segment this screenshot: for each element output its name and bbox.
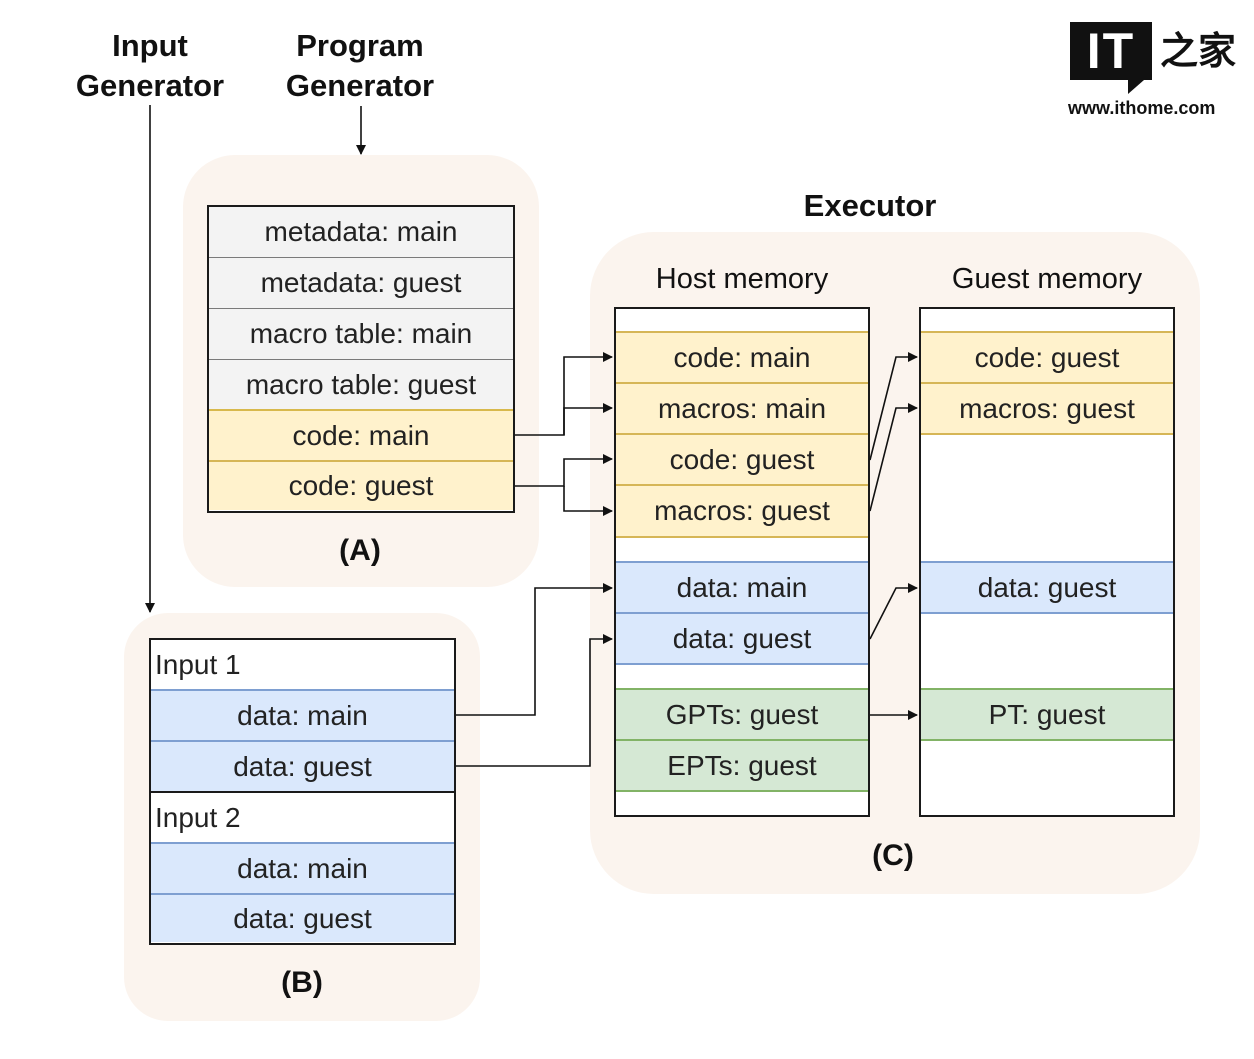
- arrow-host-data-guest-to-guest: [869, 583, 918, 640]
- host-row-epts-guest: EPTs: guest: [616, 741, 868, 792]
- host-row-code-main: code: main: [616, 333, 868, 384]
- arrow-code-guest-to-host-macros-guest: [563, 486, 613, 516]
- host-memory: code: main macros: main code: guest macr…: [614, 307, 870, 817]
- host-row-macros-guest: macros: guest: [616, 486, 868, 538]
- input-2-label: Input 2: [151, 793, 454, 844]
- ithome-logo-mark: IT: [1070, 22, 1152, 80]
- program-row-metadata-guest: metadata: guest: [209, 258, 513, 309]
- input-1-label: Input 1: [151, 640, 454, 691]
- input-table: Input 1 data: main data: guest Input 2 d…: [149, 638, 456, 945]
- arrow-code-guest-to-host-code-guest: [515, 454, 613, 487]
- guest-row-data-guest: data: guest: [921, 563, 1173, 614]
- guest-row-code-guest: code: guest: [921, 333, 1173, 384]
- ithome-logo-chinese: 之家: [1160, 31, 1237, 73]
- program-row-metadata-main: metadata: main: [209, 207, 513, 258]
- ithome-logo-url: www.ithome.com: [1068, 98, 1216, 118]
- guest-memory-title: Guest memory: [951, 263, 1143, 295]
- guest-memory: code: guest macros: guest data: guest PT…: [919, 307, 1175, 817]
- panel-a-label: (A): [339, 534, 381, 567]
- guest-gap-top: [921, 309, 1173, 333]
- guest-row-pt-guest: PT: guest: [921, 690, 1173, 741]
- host-gap-top: [616, 309, 868, 333]
- host-row-data-main: data: main: [616, 563, 868, 614]
- program-generator-title: Program Generator: [285, 28, 435, 103]
- input-1-data-main: data: main: [151, 691, 454, 742]
- program-table: metadata: main metadata: guest macro tab…: [207, 205, 515, 513]
- guest-gap-low: [921, 614, 1173, 690]
- panel-c-label: (C): [872, 839, 914, 872]
- input-generator-title: Input Generator: [75, 28, 225, 103]
- guest-row-macros-guest: macros: guest: [921, 384, 1173, 435]
- host-gap-low: [616, 665, 868, 690]
- arrow-host-code-guest-to-guest: [869, 352, 918, 461]
- host-row-data-guest: data: guest: [616, 614, 868, 665]
- host-row-code-guest: code: guest: [616, 435, 868, 486]
- arrow-code-main-to-host-macros-main: [563, 403, 613, 435]
- program-row-macro-table-guest: macro table: guest: [209, 360, 513, 411]
- input-2-data-guest: data: guest: [151, 895, 454, 942]
- panel-b-label: (B): [281, 966, 323, 999]
- executor-title: Executor: [803, 188, 937, 223]
- input-1-data-guest: data: guest: [151, 742, 454, 793]
- arrow-code-main-to-host-code-main: [515, 352, 613, 436]
- program-row-macro-table-main: macro table: main: [209, 309, 513, 360]
- program-row-code-main: code: main: [209, 411, 513, 462]
- guest-gap-mid: [921, 435, 1173, 563]
- host-memory-title: Host memory: [655, 263, 829, 295]
- input-2-data-main: data: main: [151, 844, 454, 895]
- host-row-macros-main: macros: main: [616, 384, 868, 435]
- program-row-code-guest: code: guest: [209, 462, 513, 510]
- arrow-input-data-guest-to-host: [456, 634, 613, 767]
- host-gap-mid: [616, 538, 868, 563]
- ithome-logo-tail: [1128, 80, 1144, 94]
- arrow-host-macros-guest-to-guest: [869, 403, 918, 512]
- arrow-input-data-main-to-host: [456, 583, 613, 716]
- host-row-gpts-guest: GPTs: guest: [616, 690, 868, 741]
